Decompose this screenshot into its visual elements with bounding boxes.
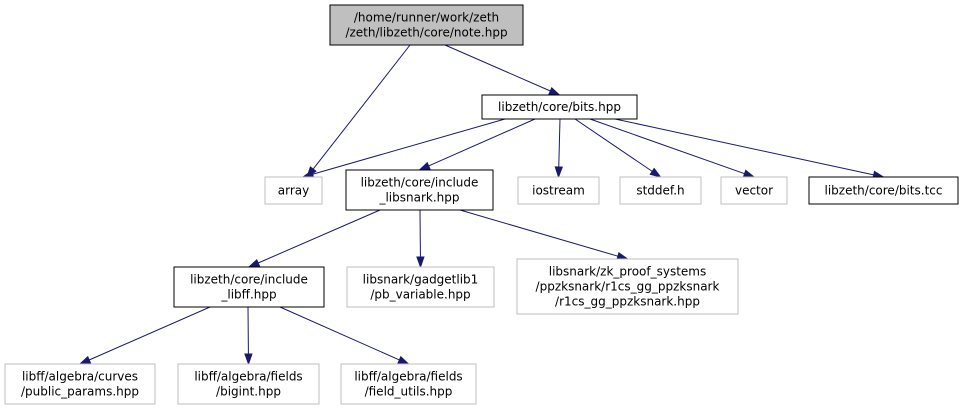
node-bits-tcc[interactable]: libzeth/core/bits.tcc (808, 176, 959, 205)
arrowhead-icon (649, 167, 662, 178)
node-box (340, 363, 477, 405)
node-pb-variable: libsnark/gadgetlib1/pb_variable.hpp (346, 266, 495, 308)
node-label: libsnark/gadgetlib1 (363, 273, 479, 287)
node-box (517, 176, 600, 205)
edge-line (88, 306, 211, 361)
node-root: /home/runner/work/zeth/zeth/libzeth/core… (329, 4, 524, 46)
arrowhead-icon (78, 355, 92, 365)
node-box (481, 94, 638, 120)
node-label: _libsnark.hpp (378, 191, 459, 205)
node-label: /r1cs_gg_ppzksnark.hpp (555, 295, 700, 309)
node-box (177, 363, 320, 405)
node-label: array (278, 184, 309, 198)
node-label: libff/algebra/fields (194, 370, 302, 384)
node-label: /zeth/libzeth/core/note.hpp (345, 26, 507, 40)
edge-root-to-array (306, 44, 411, 179)
node-label: libzeth/core/include (361, 176, 479, 190)
edge-include-libsnark-to-pb-variable (416, 209, 425, 269)
node-label: libsnark/zk_proof_systems (549, 265, 707, 279)
edge-root-to-bits-hpp (444, 44, 561, 96)
node-label: stddef.h (636, 184, 684, 198)
node-box (516, 258, 739, 315)
arrowhead-icon (742, 169, 756, 178)
edge-line (444, 44, 551, 92)
arrowhead-icon (548, 86, 561, 96)
node-label: /field_utils.hpp (365, 385, 453, 399)
node-box (808, 176, 959, 205)
node-box (619, 176, 702, 205)
edge-line (279, 306, 400, 361)
node-box (346, 266, 495, 308)
edge-include-libsnark-to-include-libff (247, 209, 381, 268)
edge-bits-hpp-to-array (301, 118, 506, 179)
arrowhead-icon (554, 166, 563, 179)
edge-line (574, 118, 653, 172)
node-label: /home/runner/work/zeth (354, 11, 499, 25)
edge-line (312, 44, 411, 170)
node-vector: vector (720, 176, 788, 205)
node-label: libff/algebra/curves (22, 370, 138, 384)
arrowhead-icon (416, 256, 425, 269)
edge-bits-hpp-to-iostream (554, 118, 563, 179)
node-label: _libff.hpp (220, 288, 276, 302)
edge-line (459, 209, 619, 257)
node-public-params: libff/algebra/curves/public_params.hpp (4, 363, 156, 405)
node-label: libzeth/core/bits.tcc (825, 184, 943, 198)
node-stddef: stddef.h (619, 176, 702, 205)
node-r1cs-gg-ppzksnark: libsnark/zk_proof_systems/ppzksnark/r1cs… (516, 258, 739, 315)
node-bits-hpp[interactable]: libzeth/core/bits.hpp (481, 94, 638, 120)
node-label: /bigint.hpp (216, 385, 281, 399)
node-label: libzeth/core/bits.hpp (498, 100, 621, 114)
nodes-layer: /home/runner/work/zeth/zeth/libzeth/core… (4, 4, 959, 405)
edge-include-libff-to-bigint (244, 306, 253, 366)
edge-line (428, 118, 536, 167)
node-field-utils: libff/algebra/fields/field_utils.hpp (340, 363, 477, 405)
node-box (264, 176, 323, 205)
node-array: array (264, 176, 323, 205)
node-box (329, 4, 524, 46)
edge-line (312, 118, 506, 175)
arrowhead-icon (397, 355, 410, 365)
node-box (345, 169, 494, 211)
edge-bits-hpp-to-stddef (574, 118, 662, 178)
node-label: vector (735, 184, 773, 198)
arrowhead-icon (244, 353, 253, 366)
node-iostream: iostream (517, 176, 600, 205)
node-label: iostream (532, 184, 585, 198)
node-box (720, 176, 788, 205)
node-label: /public_params.hpp (21, 385, 139, 399)
node-label: /ppzksnark/r1cs_gg_ppzksnark (536, 280, 720, 294)
node-bigint: libff/algebra/fields/bigint.hpp (177, 363, 320, 405)
edge-line (257, 209, 381, 264)
edge-line (558, 118, 561, 168)
node-include-libsnark[interactable]: libzeth/core/include_libsnark.hpp (345, 169, 494, 211)
edge-bits-hpp-to-vector (589, 118, 756, 178)
edge-include-libff-to-public-params (78, 306, 211, 365)
node-label: libff/algebra/fields (354, 370, 462, 384)
edge-line (589, 118, 745, 175)
edge-include-libsnark-to-r1cs-gg-ppzksnark (459, 209, 629, 261)
node-label: libzeth/core/include (190, 273, 308, 287)
node-box (173, 266, 325, 308)
arrowhead-icon (418, 161, 431, 171)
edge-line (614, 118, 874, 176)
arrowhead-icon (247, 258, 261, 268)
edge-include-libff-to-field-utils (279, 306, 410, 365)
node-label: /pb_variable.hpp (370, 288, 470, 302)
node-include-libff[interactable]: libzeth/core/include_libff.hpp (173, 266, 325, 308)
node-box (4, 363, 156, 405)
